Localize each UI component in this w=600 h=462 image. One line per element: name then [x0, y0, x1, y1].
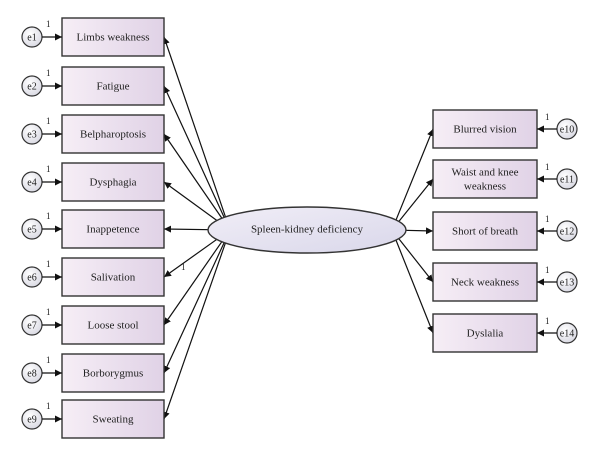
- latent-label: Spleen-kidney deficiency: [251, 224, 364, 236]
- indicator-4: Dysphagia e4 1: [21, 162, 165, 202]
- error-label: e7: [27, 320, 36, 331]
- indicator-8: Borborygmus e8 1: [21, 353, 165, 393]
- error-label: e6: [27, 272, 36, 283]
- indicator-label: Blurred vision: [453, 124, 517, 136]
- error-label: e1: [27, 32, 36, 43]
- indicator-box: [61, 209, 165, 249]
- error-label: e3: [27, 129, 36, 140]
- error-weight-label: 1: [46, 355, 51, 365]
- left-indicators: Limbs weaknesse11Fatiguee21Belpharoptosi…: [21, 17, 165, 439]
- loading-arrow: [162, 36, 227, 219]
- indicator-label: Loose stool: [87, 320, 138, 332]
- error-label: e8: [27, 368, 36, 379]
- indicator-label: Fatigue: [97, 81, 130, 93]
- loading-arrow: [393, 178, 434, 228]
- loading-arrow: [163, 232, 227, 278]
- indicator-14: Dyslalia e14 1: [432, 313, 578, 353]
- indicator-label: Short of breath: [452, 226, 518, 238]
- indicator-label: Inappetence: [86, 224, 139, 236]
- loading-arrow: [163, 85, 227, 222]
- loading-arrow: [163, 238, 227, 374]
- error-weight-label: 1: [545, 112, 550, 122]
- indicator-13: Neck weakness e13 1: [432, 262, 578, 302]
- error-weight-label: 1: [545, 265, 550, 275]
- indicator-box: [61, 399, 165, 439]
- error-weight-label: 1: [46, 307, 51, 317]
- indicator-box: [61, 114, 165, 154]
- error-weight-label: 1: [46, 259, 51, 269]
- indicator-10: Blurred vision e10 1: [432, 109, 578, 149]
- error-weight-label: 1: [46, 211, 51, 221]
- indicator-7: Loose stool e7 1: [21, 305, 165, 345]
- indicator-box: [61, 17, 165, 57]
- error-weight-label: 1: [545, 316, 550, 326]
- indicator-label: Salivation: [91, 272, 136, 284]
- indicator-label: Waist and knee: [452, 167, 519, 179]
- indicator-box: [61, 257, 165, 297]
- indicator-2: Fatigue e2 1: [21, 66, 165, 106]
- indicator-box: [61, 162, 165, 202]
- indicator-box: [432, 159, 538, 199]
- indicator-box: [61, 353, 165, 393]
- error-weight-label: 1: [545, 162, 550, 172]
- indicator-label-line2: weakness: [464, 181, 506, 193]
- indicator-label: Limbs weakness: [76, 32, 149, 44]
- loading-arrow: [163, 235, 227, 326]
- latent-ellipse: [207, 206, 407, 254]
- error-label: e12: [560, 226, 574, 237]
- fixed-loading-label: 1: [181, 262, 186, 272]
- error-label: e2: [27, 81, 36, 92]
- loading-arrow: [163, 133, 227, 225]
- error-weight-label: 1: [545, 214, 550, 224]
- indicator-11: Waist and knee weakness e11 1: [432, 159, 578, 199]
- error-weight-label: 1: [46, 401, 51, 411]
- error-weight-label: 1: [46, 116, 51, 126]
- indicator-label: Borborygmus: [83, 368, 144, 380]
- indicator-label: Neck weakness: [451, 277, 519, 289]
- indicator-label: Dysphagia: [89, 177, 136, 189]
- error-label: e5: [27, 224, 36, 235]
- indicator-label: Dyslalia: [467, 328, 504, 340]
- error-label: e11: [560, 174, 574, 185]
- indicator-box: [432, 211, 538, 251]
- indicator-box: [61, 305, 165, 345]
- indicator-label: Belpharoptosis: [80, 129, 146, 141]
- path-arrows: 1: [162, 36, 434, 420]
- indicator-box: [432, 109, 538, 149]
- indicator-1: Limbs weakness e1 1: [21, 17, 165, 57]
- loading-arrow: [393, 232, 434, 283]
- indicator-9: Sweating e9 1: [21, 399, 165, 439]
- error-label: e4: [27, 177, 36, 188]
- error-label: e9: [27, 414, 36, 425]
- error-weight-label: 1: [46, 68, 51, 78]
- indicator-12: Short of breath e12 1: [432, 211, 578, 251]
- indicator-5: Inappetence e5 1: [21, 209, 165, 249]
- loading-arrow: [163, 181, 227, 228]
- indicator-3: Belpharoptosis e3 1: [21, 114, 165, 154]
- error-weight-label: 1: [46, 164, 51, 174]
- indicator-label: Sweating: [93, 414, 134, 426]
- indicator-6: Salivation e6 1: [21, 257, 165, 297]
- error-weight-label: 1: [46, 19, 51, 29]
- loading-arrow: [163, 241, 227, 420]
- error-label: e13: [560, 277, 574, 288]
- latent-factor: Spleen-kidney deficiency: [207, 206, 407, 254]
- indicator-box: [432, 262, 538, 302]
- loading-arrow: [393, 234, 434, 334]
- error-label: e10: [560, 124, 574, 135]
- error-label: e14: [560, 328, 574, 339]
- latent-variable: Spleen-kidney deficiency: [207, 206, 407, 254]
- loading-arrow: [393, 128, 434, 226]
